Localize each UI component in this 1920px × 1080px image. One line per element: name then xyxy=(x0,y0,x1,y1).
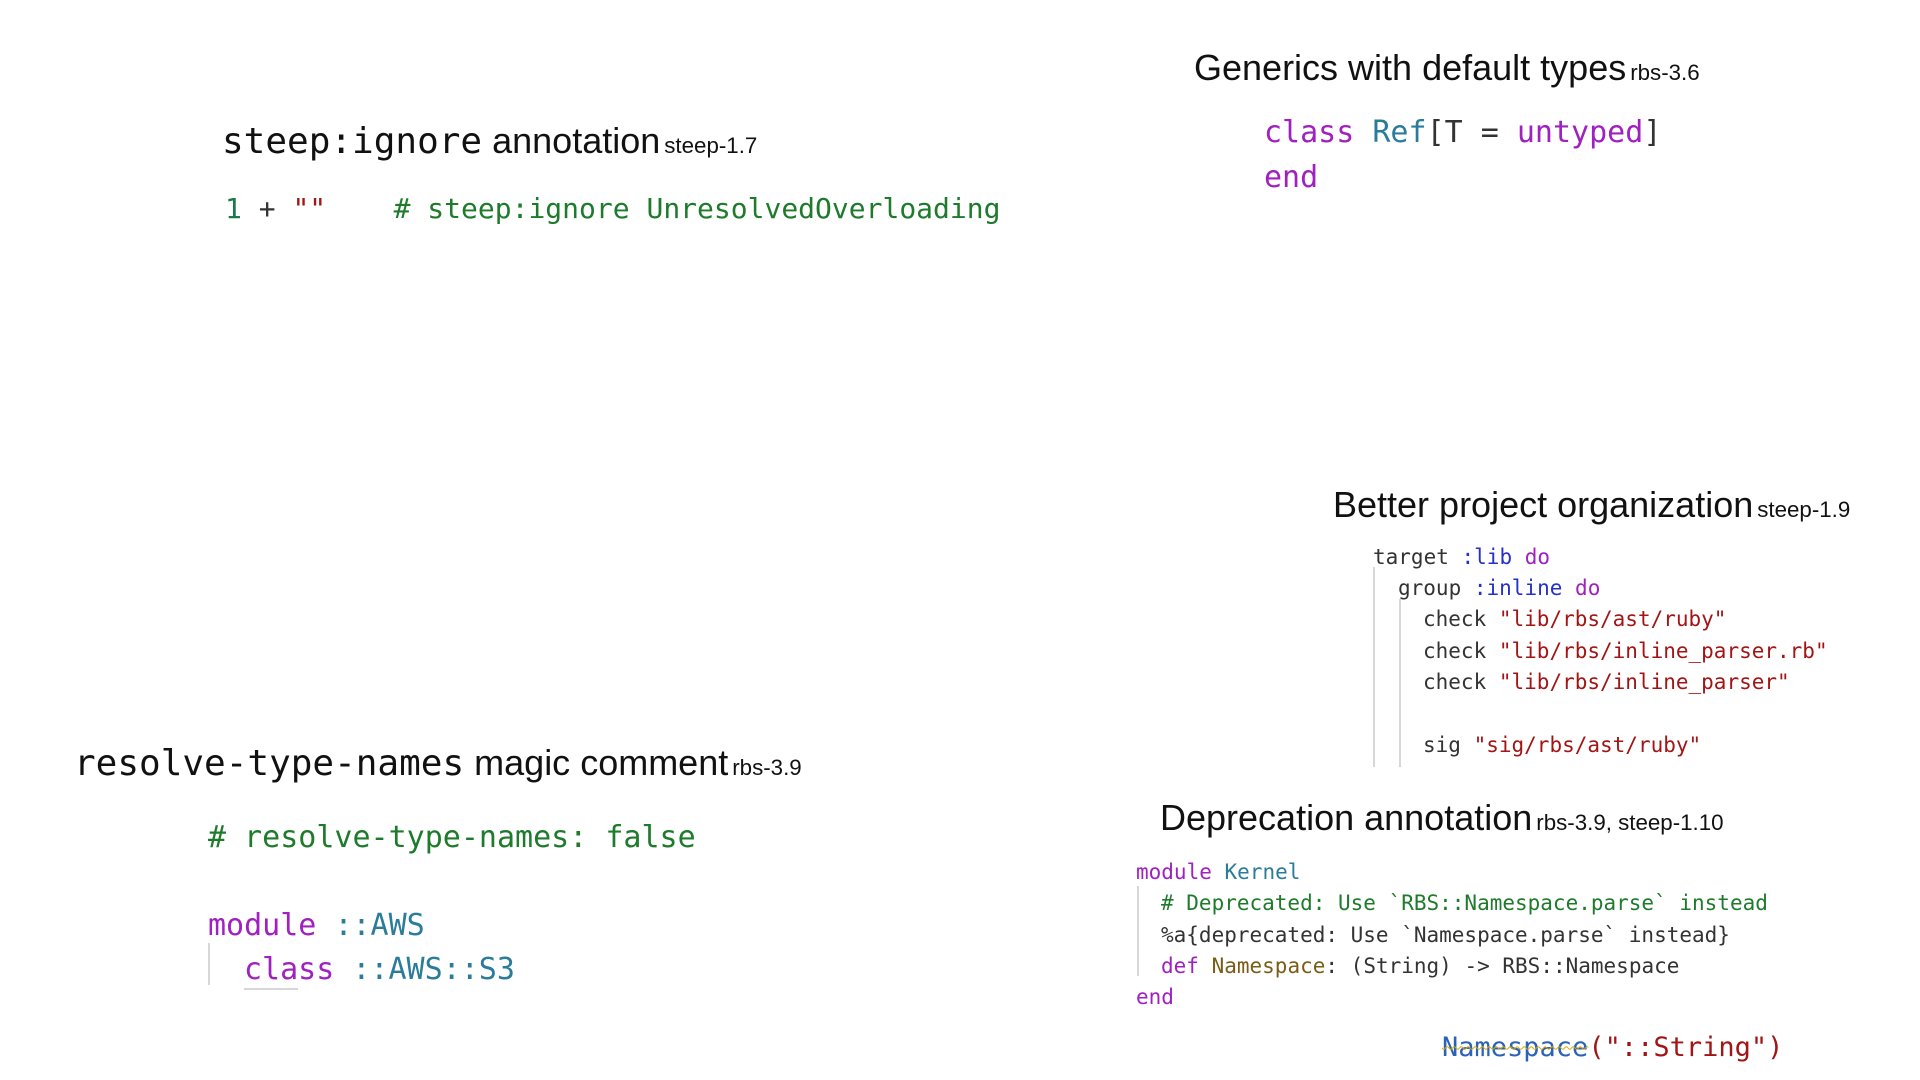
code-type: ::AWS xyxy=(334,908,425,943)
code-keyword: do xyxy=(1524,545,1551,569)
code-string: "sig/rbs/ast/ruby" xyxy=(1473,733,1702,757)
code-comment: # steep:ignore UnresolvedOverloading xyxy=(393,192,1001,225)
code-keyword: end xyxy=(1264,160,1319,195)
heading-text: Generics with default types xyxy=(1194,47,1627,88)
code-block: # resolve-type-names: false module ::AWS… xyxy=(208,823,696,1033)
version-tag: rbs-3.6 xyxy=(1630,60,1700,85)
code-type: Ref xyxy=(1372,115,1427,150)
deprecated-call: Namespace("::String") xyxy=(1442,1034,1783,1061)
code-string: "" xyxy=(292,192,327,225)
heading-text: annotation xyxy=(492,120,661,161)
indent-guide xyxy=(1137,886,1139,976)
code-plain: check xyxy=(1423,607,1487,631)
code-plain: check xyxy=(1423,639,1487,663)
code-paren: ( xyxy=(1588,1032,1605,1063)
code-plain: group xyxy=(1398,576,1462,600)
code-type: ::AWS::S3 xyxy=(352,952,515,987)
code-comment: # Deprecated: Use `RBS::Namespace.parse`… xyxy=(1161,891,1768,915)
code-string: "lib/rbs/inline_parser" xyxy=(1498,670,1790,694)
code-plain: ] xyxy=(1643,115,1662,150)
code-plain: [T = xyxy=(1426,115,1517,150)
code-keyword: module xyxy=(208,908,317,943)
code-plain: : (String) -> RBS::Namespace xyxy=(1325,954,1680,978)
code-string: "lib/rbs/ast/ruby" xyxy=(1498,607,1727,631)
code-comment: # resolve-type-names: false xyxy=(208,820,696,855)
code-keyword: module xyxy=(1136,860,1212,884)
code-plain: check xyxy=(1423,670,1487,694)
code-paren: ) xyxy=(1767,1032,1784,1063)
code-plain: sig xyxy=(1423,733,1461,757)
heading-code: resolve-type-names xyxy=(74,743,465,784)
heading-text: magic comment xyxy=(474,742,729,783)
indent-guide xyxy=(1373,567,1375,767)
code-string: "lib/rbs/inline_parser.rb" xyxy=(1498,639,1828,663)
deprecated-method[interactable]: Namespace xyxy=(1442,1032,1589,1063)
code-annotation: %a{deprecated: Use `Namespace.parse` ins… xyxy=(1161,923,1730,947)
heading-text: Better project organization xyxy=(1333,484,1754,525)
indent-guide xyxy=(208,943,210,985)
code-keyword: do xyxy=(1575,576,1601,600)
code-keyword: class xyxy=(244,952,335,987)
code-block: module Kernel # Deprecated: Use `RBS::Na… xyxy=(1136,862,1768,1030)
code-keyword: class xyxy=(1264,115,1355,150)
cursor-underline xyxy=(244,988,298,990)
code-keyword: def xyxy=(1161,954,1199,978)
code-number: 1 xyxy=(225,192,242,225)
code-block: target :lib do group :inline do check "l… xyxy=(1373,547,1828,767)
code-symbol: :inline xyxy=(1473,576,1563,600)
code-keyword: untyped xyxy=(1516,115,1644,150)
code-keyword: end xyxy=(1136,985,1174,1009)
code-operator: + xyxy=(241,192,293,225)
code-symbol: :lib xyxy=(1461,545,1513,569)
code-block: 1 + "" # steep:ignore UnresolvedOverload… xyxy=(225,195,1000,223)
heading-text: Deprecation annotation xyxy=(1160,797,1533,838)
indent-guide xyxy=(1399,599,1401,767)
version-tag: rbs-3.9, steep-1.10 xyxy=(1536,810,1724,835)
code-block: class Ref[T = untyped] end xyxy=(1264,118,1661,238)
version-tag: steep-1.7 xyxy=(664,133,758,158)
code-plain: target xyxy=(1373,545,1449,569)
code-function: Namespace xyxy=(1211,954,1326,978)
version-tag: rbs-3.9 xyxy=(732,755,802,780)
version-tag: steep-1.9 xyxy=(1757,497,1851,522)
code-string: "::String" xyxy=(1604,1032,1768,1063)
code-type: Kernel xyxy=(1224,860,1301,884)
heading-code: steep:ignore xyxy=(222,121,483,162)
